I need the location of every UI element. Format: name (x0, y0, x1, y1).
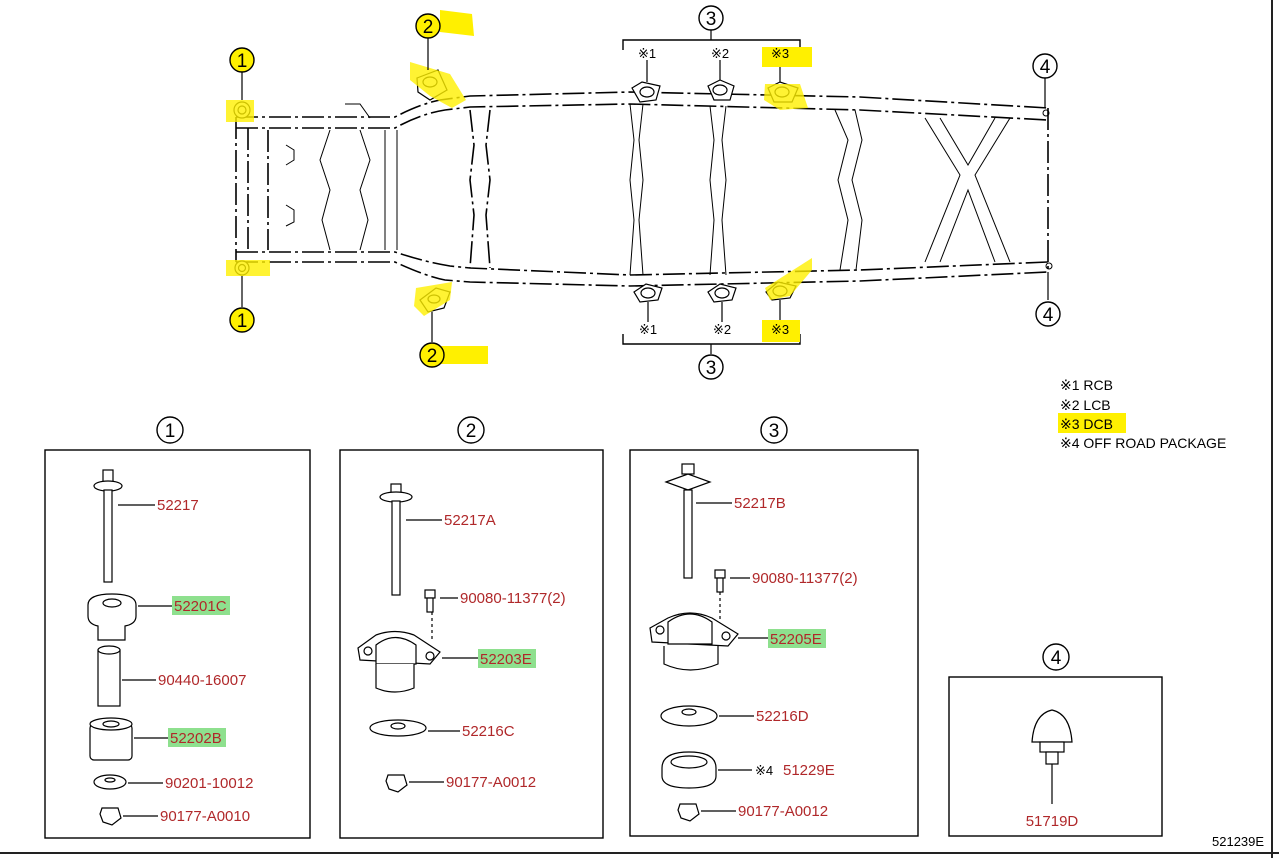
nut-90177-a0012-g2 (385, 774, 408, 793)
callout-3-top: 3 (698, 5, 724, 31)
group-2-number: 2 (466, 421, 477, 442)
washer-90201-10012 (93, 774, 127, 790)
part-51229e: 51229E (783, 762, 835, 779)
cushion-51229e (661, 751, 717, 789)
note-rcb-bottom: ※1 (639, 322, 657, 337)
callout-3-top-label: 3 (706, 9, 717, 30)
cushion-52201c (87, 593, 137, 641)
part-52216d: 52216D (756, 708, 809, 725)
cushion-52202b (89, 717, 133, 761)
bolt-90080-11377-g2 (424, 589, 436, 613)
legend-off-road: ※4 OFF ROAD PACKAGE (1060, 435, 1226, 451)
diagram-code: 521239E (1212, 834, 1264, 849)
note-rcb-top: ※1 (638, 46, 656, 61)
callout-4-bottom-label: 4 (1043, 305, 1054, 326)
washer-52216d (660, 705, 718, 727)
frame-highlights (226, 62, 812, 316)
callout-4-top-label: 4 (1040, 57, 1051, 78)
part-52217: 52217 (157, 497, 199, 514)
nut-90177-a0010 (99, 807, 122, 826)
legend-lcb: ※2 LCB (1060, 397, 1111, 413)
callout-1-bottom-label: 1 (237, 311, 248, 332)
callout-1-bottom: 1 (229, 307, 255, 333)
washer-52216c (369, 719, 427, 737)
part-90440-16007: 90440-16007 (158, 672, 246, 689)
bolt-52217 (93, 469, 123, 583)
group-3-number: 3 (769, 421, 780, 442)
part-90177-a0010: 90177-A0010 (160, 808, 250, 825)
collar-90440-16007 (97, 645, 121, 707)
bolt-52217b (664, 463, 712, 579)
callout-1-top: 1 (229, 47, 255, 73)
part-52203e: 52203E (480, 651, 532, 668)
plug-51719d (1031, 709, 1073, 765)
callout-2-bottom: 2 (419, 342, 488, 368)
callout-2-top-label: 2 (423, 17, 434, 38)
group-4-number: 4 (1051, 648, 1062, 669)
mount-52205e (649, 612, 739, 671)
part-52205e: 52205E (770, 631, 822, 648)
note-off-road-51229e: ※4 (755, 763, 773, 778)
legend-dcb: ※3 DCB (1060, 416, 1113, 432)
part-90080-11377-g2: 90080-11377(2) (460, 590, 566, 607)
part-52202b: 52202B (170, 730, 222, 747)
group-3-panel: 3 52217B 90080-11377(2) 52205E (629, 416, 919, 837)
mount-52203e (357, 630, 441, 693)
callout-3-bottom: 3 (698, 354, 724, 380)
nut-90177-a0012-g3 (677, 803, 700, 822)
callout-3-bottom-label: 3 (706, 358, 717, 379)
part-52201c: 52201C (174, 598, 227, 615)
part-90177-a0012-g2: 90177-A0012 (446, 774, 536, 791)
group-1-panel: 1 52217 52201C 90440-16007 (44, 416, 311, 839)
legend: ※1 RCB ※2 LCB ※3 DCB ※4 OFF ROAD PACKAGE (1058, 377, 1226, 451)
part-90177-a0012-g3: 90177-A0012 (738, 803, 828, 820)
part-51719d: 51719D (1026, 813, 1079, 830)
group-2-panel: 2 52217A 90080-11377(2) 52203E (339, 416, 604, 839)
bolt-52217a (379, 483, 413, 596)
part-90201-10012: 90201-10012 (165, 775, 253, 792)
note-lcb-top: ※2 (711, 46, 729, 61)
callout-1-top-label: 1 (237, 51, 248, 72)
frame-drawing (226, 30, 1053, 354)
bolt-90080-11377-g3 (714, 569, 726, 593)
group-1-number: 1 (165, 421, 176, 442)
group-4-panel: 4 51719D (948, 643, 1163, 837)
legend-rcb: ※1 RCB (1060, 377, 1113, 393)
part-52217b: 52217B (734, 495, 786, 512)
callout-2-top: 2 (415, 10, 474, 39)
callout-4-top: 4 (1032, 53, 1058, 79)
note-dcb-top: ※3 (771, 46, 789, 61)
part-52216c: 52216C (462, 723, 515, 740)
callout-4-bottom: 4 (1035, 301, 1061, 327)
note-lcb-bottom: ※2 (713, 322, 731, 337)
part-90080-11377-g3: 90080-11377(2) (752, 570, 858, 587)
part-52217a: 52217A (444, 512, 496, 529)
note-dcb-bottom: ※3 (771, 322, 789, 337)
callout-2-bottom-label: 2 (427, 346, 438, 367)
